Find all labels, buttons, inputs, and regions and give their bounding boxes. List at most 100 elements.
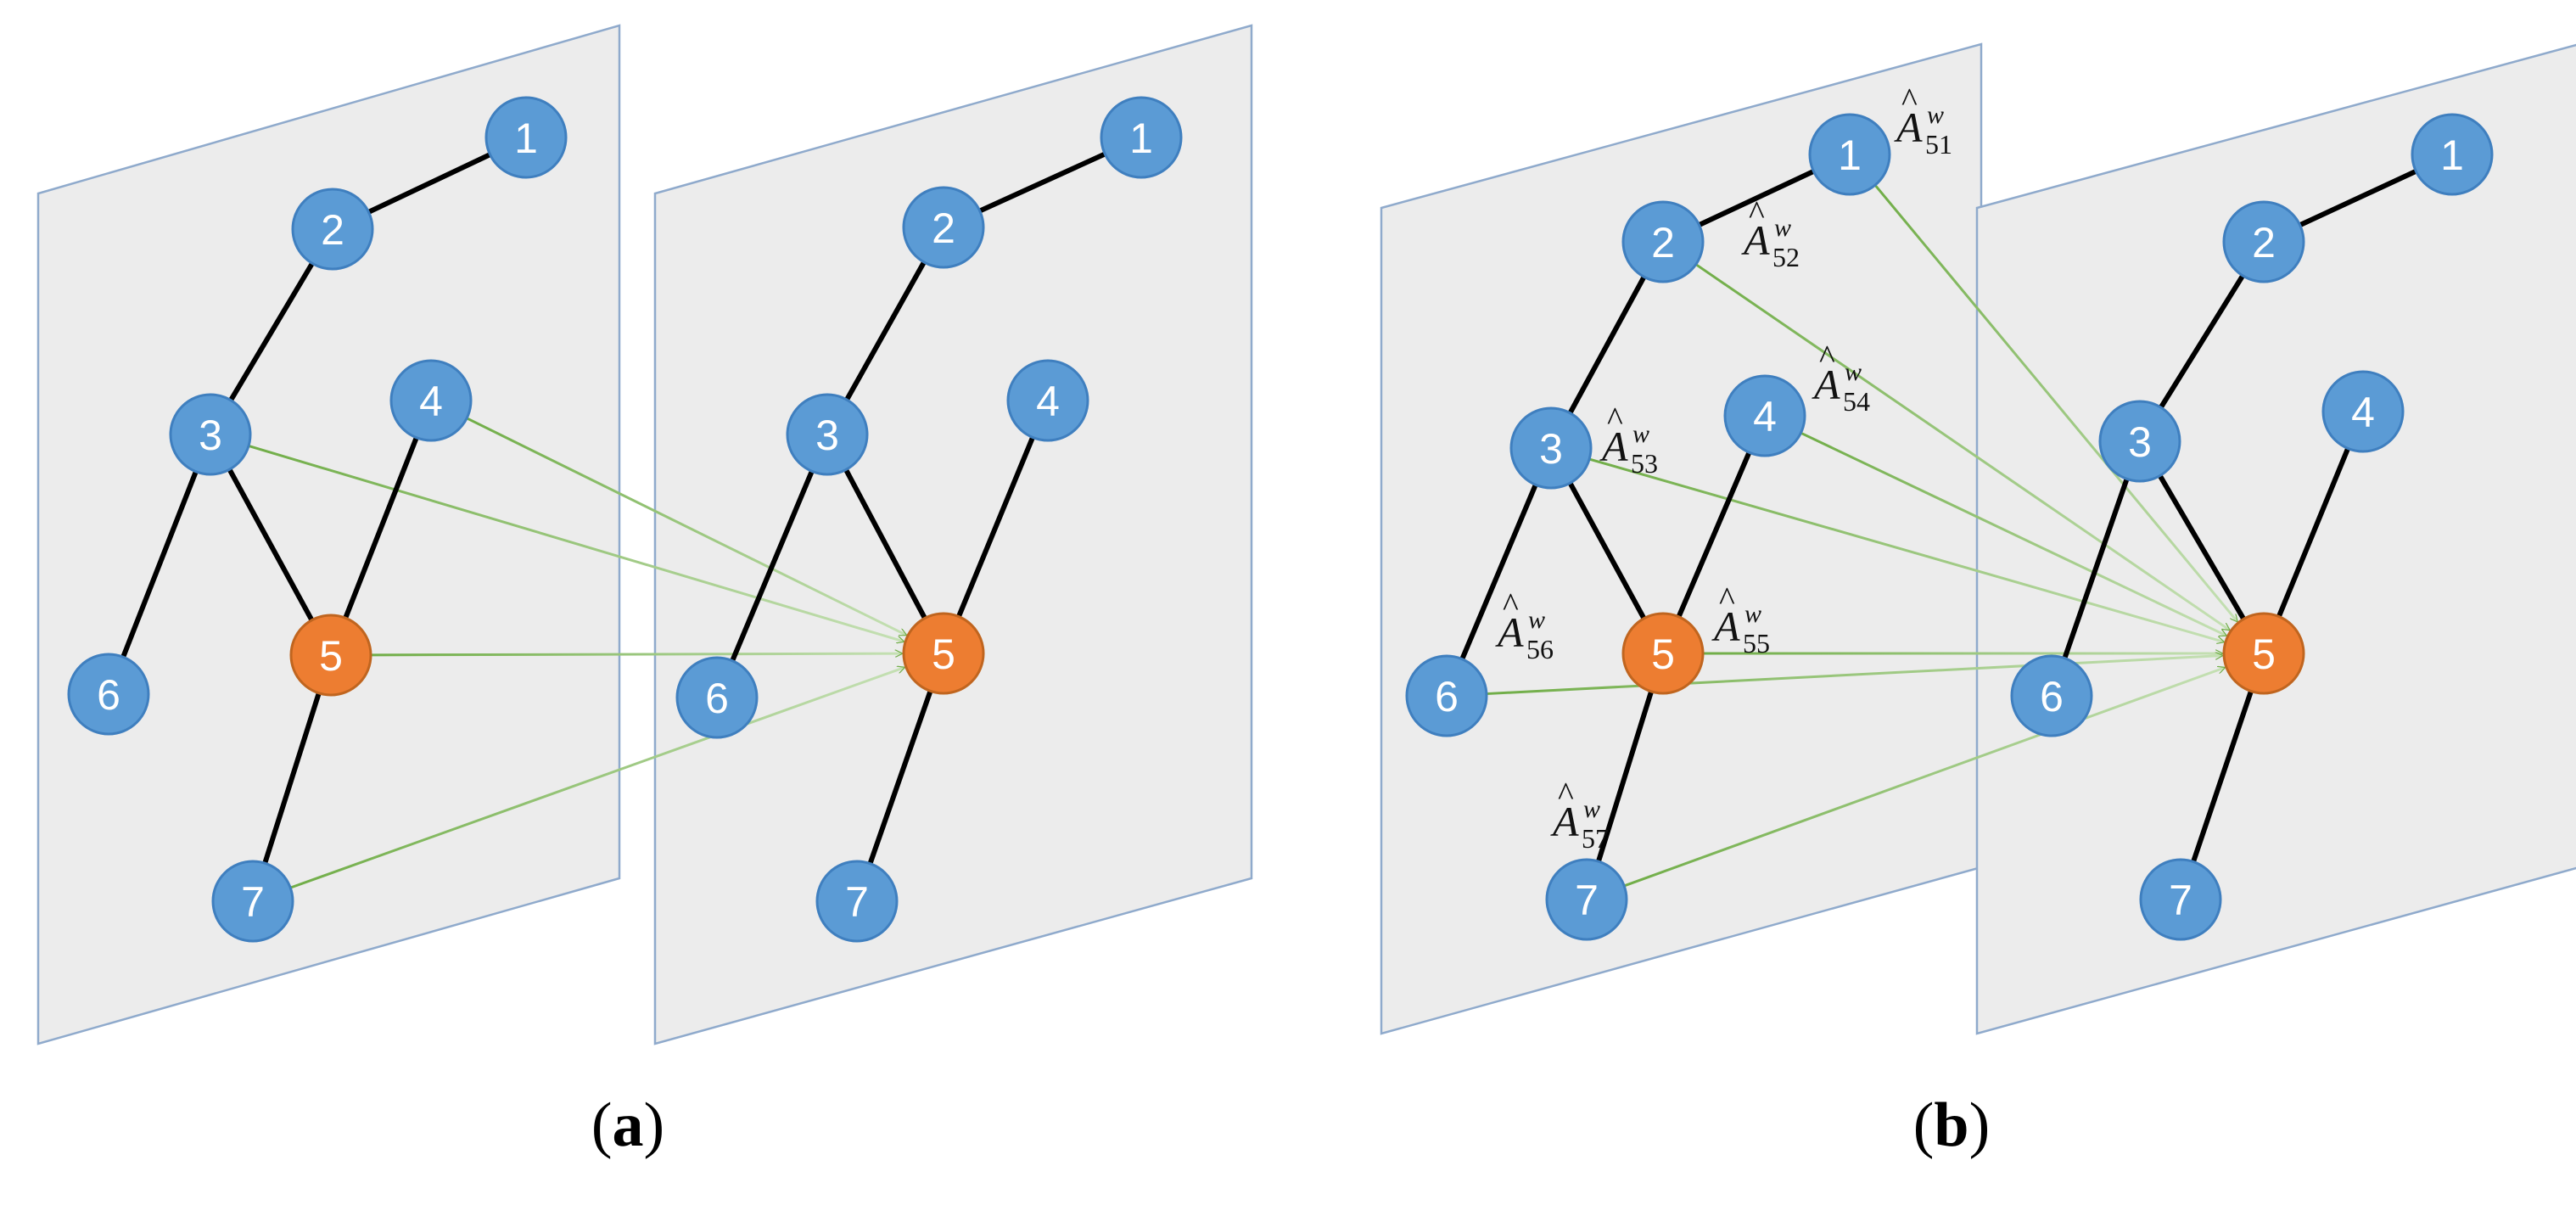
node-circle-b-2-2	[2222, 200, 2305, 283]
node-circle-b-1-1	[1808, 113, 1891, 196]
node-label-b-1-7: 7	[1575, 877, 1599, 924]
node-label-a-2-1: 1	[1129, 115, 1153, 162]
edge-b-2-3-6	[2049, 439, 2142, 698]
node-label-b-2-5: 5	[2252, 631, 2276, 678]
node-b-2-5: 5	[2222, 612, 2305, 695]
weight-hat-55: ^	[1719, 580, 1735, 618]
panel-caption-b: (b)	[1913, 1090, 1990, 1160]
weight-sup-51: w	[1927, 101, 1944, 129]
edge-b-1-3-6	[1444, 446, 1554, 698]
node-label-a-1-2: 2	[321, 206, 344, 254]
arrow-b-7-to-5	[1623, 668, 2225, 888]
node-b-2-1: 1	[2411, 113, 2494, 196]
panel-caption-a: (a)	[591, 1090, 664, 1160]
node-circle-b-1-7	[1545, 858, 1628, 941]
weight-hat-51: ^	[1901, 81, 1918, 119]
arrow-b-2-to-5	[1694, 263, 2230, 631]
panel-captions: (a) (b)	[591, 1090, 1990, 1160]
node-circle-b-1-2	[1621, 200, 1705, 283]
node-circle-a-2-7	[815, 860, 899, 943]
node-circle-a-2-5	[902, 612, 985, 695]
node-circle-b-2-6	[2010, 654, 2093, 737]
node-label-b-2-6: 6	[2040, 673, 2064, 720]
weight-sup-54: w	[1845, 358, 1862, 386]
weight-base-55: A	[1711, 602, 1740, 650]
edge-a-2-4-5	[941, 398, 1050, 656]
node-label-a-1-3: 3	[199, 412, 222, 459]
node-label-b-2-1: 1	[2440, 132, 2464, 179]
node-circle-b-2-3	[2098, 400, 2181, 483]
weight-sub-52: 52	[1772, 242, 1800, 272]
node-label-a-1-5: 5	[319, 632, 343, 680]
arrow-b-4-to-5	[1800, 431, 2226, 637]
arrow-a-7-to-5	[289, 668, 904, 889]
node-circle-a-1-4	[389, 359, 473, 442]
node-a-2-6: 6	[675, 656, 759, 739]
arrow-a-4-to-5	[466, 417, 906, 636]
weight-hat-53: ^	[1607, 400, 1623, 438]
weight-base-57: A	[1550, 798, 1579, 845]
node-circle-b-1-6	[1405, 654, 1488, 737]
node-circle-b-1-4	[1723, 374, 1806, 457]
node-b-1-3: 3	[1509, 406, 1593, 490]
weight-sup-57: w	[1583, 795, 1600, 823]
node-circle-b-2-1	[2411, 113, 2494, 196]
weight-hat-56: ^	[1503, 586, 1519, 624]
node-circle-b-2-7	[2139, 858, 2222, 941]
node-b-1-7: 7	[1545, 858, 1628, 941]
weight-base-53: A	[1599, 423, 1628, 470]
node-circle-a-1-5	[289, 614, 372, 697]
node-label-a-1-7: 7	[241, 878, 265, 926]
arrow-a-5-to-5	[370, 653, 902, 655]
node-a-2-4: 4	[1006, 359, 1089, 442]
node-a-2-1: 1	[1100, 96, 1183, 179]
attention-arrows	[248, 184, 2237, 889]
node-label-b-2-4: 4	[2351, 389, 2375, 436]
weight-hat-57: ^	[1558, 775, 1574, 813]
node-circle-a-2-4	[1006, 359, 1089, 442]
node-circle-a-1-3	[169, 393, 252, 476]
node-label-b-1-2: 2	[1651, 219, 1675, 266]
weight-sup-56: w	[1528, 606, 1545, 634]
node-a-2-7: 7	[815, 860, 899, 943]
node-a-1-7: 7	[211, 860, 294, 943]
edge-b-2-4-5	[2261, 409, 2366, 656]
weight-hat-52: ^	[1749, 193, 1765, 232]
node-a-1-1: 1	[484, 96, 568, 179]
weight-sub-51: 51	[1925, 129, 1952, 160]
node-b-1-4: 4	[1723, 374, 1806, 457]
node-label-a-2-7: 7	[845, 878, 869, 926]
node-label-a-2-2: 2	[932, 205, 955, 252]
edge-b-1-4-5	[1660, 413, 1767, 656]
weight-base-52: A	[1741, 216, 1770, 264]
node-circle-b-1-5	[1621, 612, 1705, 695]
layer-plane-b-2	[1975, 43, 2576, 1035]
weight-sub-54: 54	[1843, 386, 1870, 417]
weight-sup-53: w	[1632, 420, 1649, 448]
node-circle-a-2-1	[1100, 96, 1183, 179]
weight-hat-54: ^	[1819, 338, 1835, 376]
layer-plane-a-2	[653, 24, 1253, 1045]
node-circle-a-1-6	[67, 653, 150, 736]
edge-a-2-5-7	[854, 651, 946, 904]
node-b-2-3: 3	[2098, 400, 2181, 483]
edge-a-2-3-6	[714, 432, 830, 700]
node-b-2-4: 4	[2321, 370, 2405, 453]
node-circle-a-1-1	[484, 96, 568, 179]
layer-plane-a-1	[36, 24, 621, 1045]
node-b-1-5: 5	[1621, 612, 1705, 695]
edge-a-1-3-6	[106, 432, 213, 697]
node-label-a-1-1: 1	[514, 115, 538, 162]
arrow-b-6-to-5	[1486, 656, 2222, 696]
node-label-b-2-7: 7	[2169, 877, 2192, 924]
node-label-a-2-5: 5	[932, 631, 955, 678]
arrow-b-3-to-5	[1588, 457, 2224, 642]
layer-planes	[36, 24, 2576, 1045]
arrow-a-3-to-5	[248, 445, 904, 642]
node-label-a-1-4: 4	[419, 378, 443, 425]
